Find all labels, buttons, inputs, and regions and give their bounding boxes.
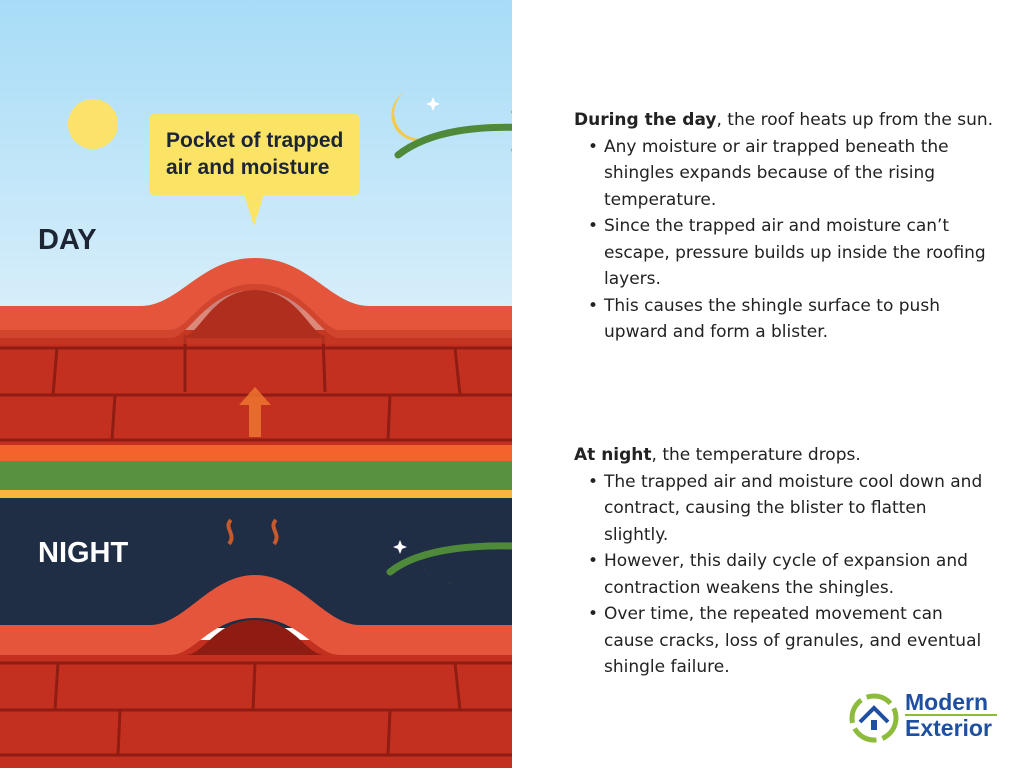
day-bullets: Any moisture or air trapped beneath the …	[586, 134, 994, 346]
list-item: Any moisture or air trapped beneath the …	[586, 134, 994, 214]
callout-bubble: Pocket of trapped air and moisture	[149, 114, 360, 226]
star-icon	[393, 540, 407, 554]
day-lead-rest: , the roof heats up from the sun.	[716, 110, 994, 130]
roof-blister-illustration	[0, 0, 512, 768]
up-arrow-icon	[239, 387, 271, 437]
star-icon	[426, 97, 440, 111]
curved-arrow-day-icon	[394, 110, 512, 159]
day-label: DAY	[38, 224, 97, 256]
day-lead-bold: During the day	[574, 110, 717, 130]
night-lead-bold: At night	[574, 445, 652, 465]
house-logo-icon	[849, 693, 899, 743]
day-lead: During the day, the roof heats up from t…	[574, 107, 994, 134]
logo-line1: Modern	[905, 689, 989, 715]
night-lead-rest: , the temperature drops.	[651, 445, 861, 465]
night-label: NIGHT	[38, 537, 129, 569]
list-item: The trapped air and moisture cool down a…	[586, 469, 994, 549]
night-bullets: The trapped air and moisture cool down a…	[586, 469, 994, 681]
list-item: Over time, the repeated movement can cau…	[586, 601, 994, 681]
logo-line2: Exterior	[905, 714, 997, 740]
list-item: However, this daily cycle of expansion a…	[586, 548, 994, 601]
heat-waves-icon	[226, 518, 279, 546]
list-item: Since the trapped air and moisture can’t…	[586, 213, 994, 293]
day-explanation: During the day, the roof heats up from t…	[574, 107, 994, 346]
list-item: This causes the shingle surface to push …	[586, 293, 994, 346]
shingle-lines	[0, 334, 512, 442]
night-explanation: At night, the temperature drops. The tra…	[574, 442, 994, 681]
curved-arrow-night-icon	[386, 542, 512, 576]
sun-icon	[68, 99, 118, 149]
night-lead: At night, the temperature drops.	[574, 442, 994, 469]
